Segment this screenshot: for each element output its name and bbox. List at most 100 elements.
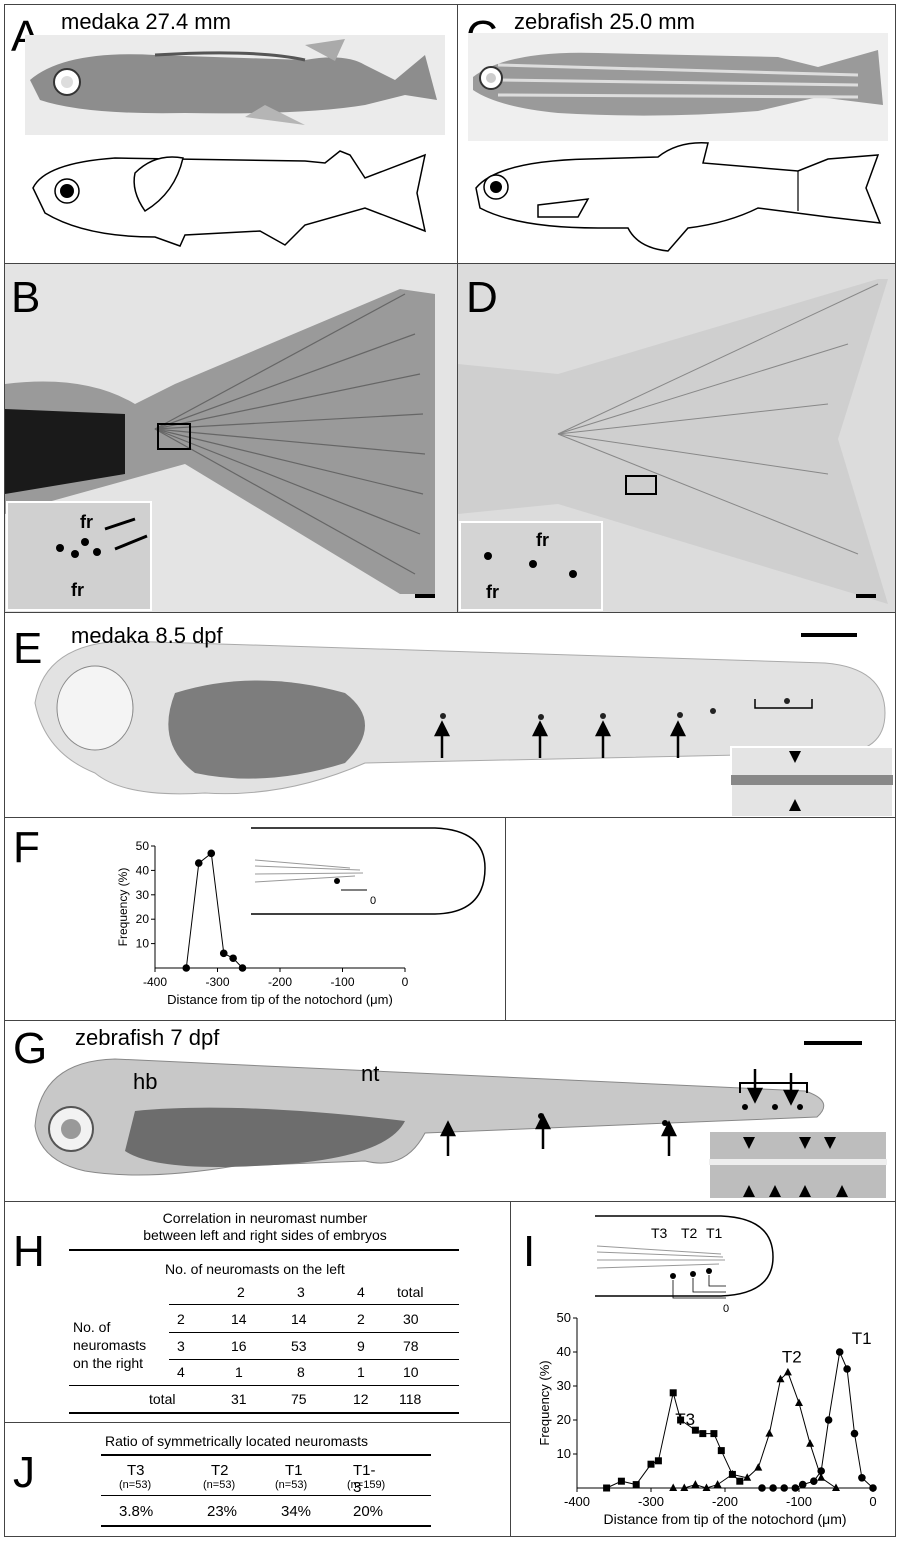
table-h-total-rule — [69, 1385, 459, 1386]
notochord-lines — [596, 1245, 725, 1269]
data-point — [617, 1477, 625, 1485]
x-tick-label: -400 — [143, 975, 167, 989]
data-point — [783, 1367, 792, 1376]
data-point — [769, 1484, 777, 1492]
y-tick-label: 20 — [557, 1412, 571, 1427]
data-point — [728, 1469, 737, 1478]
data-point — [219, 949, 228, 958]
table-h-row-rule — [169, 1332, 459, 1333]
data-point — [207, 849, 216, 858]
inset-t2 — [690, 1271, 696, 1277]
notochord-tip-schematic — [251, 827, 486, 915]
data-point — [238, 964, 247, 972]
x-tick-label: -200 — [712, 1494, 738, 1509]
x-tick-label: -100 — [330, 975, 354, 989]
zebrafish-caudal-fin-photo — [458, 264, 895, 612]
data-point — [780, 1484, 788, 1492]
panel-h: H Correlation in neuromast number betwee… — [4, 1201, 511, 1423]
table-h-col-group: No. of neuromasts on the left — [165, 1261, 345, 1277]
x-tick-label: -300 — [638, 1494, 664, 1509]
data-point — [680, 1483, 689, 1491]
series-label: T1 — [852, 1329, 872, 1348]
label-hb: hb — [133, 1069, 158, 1094]
table-h-row-group: No. of neuromasts on the right — [73, 1319, 147, 1371]
data-point — [754, 1463, 763, 1471]
data-point — [710, 1430, 718, 1438]
y-tick-label: 30 — [557, 1378, 571, 1393]
panel-letter: J — [13, 1448, 35, 1497]
y-tick-label: 50 — [136, 839, 150, 853]
series-label: T3 — [675, 1410, 695, 1429]
panel-title: medaka 8.5 dpf — [71, 623, 223, 648]
data-point — [699, 1430, 707, 1438]
x-tick-label: -200 — [268, 975, 292, 989]
data-point — [817, 1467, 825, 1475]
data-point — [810, 1477, 818, 1485]
panel-title: zebrafish 7 dpf — [75, 1025, 220, 1050]
panel-blank — [505, 817, 896, 1021]
x-axis-label: Distance from tip of the notochord (μm) — [603, 1511, 846, 1527]
panel-j: J Ratio of symmetrically located neuroma… — [4, 1422, 511, 1537]
table-h-title: Correlation in neuromast number between … — [143, 1210, 387, 1243]
data-point — [824, 1416, 833, 1424]
inset-label-t1: T1 — [706, 1225, 723, 1241]
data-point — [647, 1460, 655, 1468]
panel-letter: E — [13, 624, 43, 673]
data-point — [843, 1365, 851, 1373]
data-point — [765, 1429, 774, 1437]
data-point — [736, 1477, 744, 1485]
y-tick-label: 40 — [557, 1344, 571, 1359]
y-axis-label: Frequency (%) — [116, 868, 130, 947]
inset-label-t3: T3 — [651, 1225, 668, 1241]
x-axis-label: Distance from tip of the notochord (μm) — [167, 992, 393, 1007]
panel-letter: H — [13, 1227, 45, 1276]
data-point — [835, 1348, 844, 1356]
data-point — [817, 1473, 826, 1481]
data-point — [795, 1398, 803, 1406]
data-point — [632, 1481, 640, 1489]
y-axis-label: Frequency (%) — [537, 1360, 552, 1445]
panel-letter: F — [13, 823, 40, 872]
panel-g: G zebrafish 7 dpf hb nt — [4, 1020, 896, 1202]
x-tick-label: -400 — [564, 1494, 590, 1509]
table-j-bottom-rule — [101, 1525, 431, 1527]
data-point — [669, 1483, 678, 1491]
inset-neuromast — [334, 878, 340, 884]
y-tick-label: 30 — [136, 888, 150, 902]
data-point — [702, 1483, 711, 1491]
table-h-bottom-rule — [69, 1412, 459, 1414]
y-tick-label: 10 — [136, 937, 150, 951]
inset-label-zero: 0 — [723, 1303, 729, 1315]
medaka-adult-drawing — [32, 150, 427, 247]
y-tick-label: 20 — [136, 912, 150, 926]
inset-label-fr-top: fr — [536, 530, 549, 550]
data-point — [691, 1480, 700, 1488]
data-point — [229, 954, 237, 963]
series-label: T2 — [782, 1347, 802, 1366]
panel-letter: B — [11, 273, 41, 322]
x-tick-label: 0 — [402, 975, 409, 989]
data-point — [194, 859, 203, 867]
panel-letter: G — [13, 1024, 48, 1073]
data-point — [798, 1480, 807, 1489]
data-point — [806, 1439, 815, 1447]
data-point — [743, 1473, 752, 1481]
inset-t1 — [706, 1268, 712, 1274]
data-point — [654, 1457, 662, 1465]
series-line — [606, 1392, 741, 1489]
inset-label-fr-bottom: fr — [71, 580, 84, 600]
zebrafish-adult-photo — [468, 33, 888, 141]
data-point — [669, 1389, 677, 1397]
panel-title: zebrafish 25.0 mm — [514, 9, 695, 34]
panel-c: C zebrafish 25.0 mm — [457, 4, 896, 264]
notochord-lines — [254, 859, 364, 883]
y-tick-label: 50 — [557, 1310, 571, 1325]
zebrafish-adult-drawing — [475, 142, 882, 252]
data-point — [677, 1416, 685, 1424]
table-h-top-rule — [69, 1249, 459, 1251]
inset-label-fr-top: fr — [80, 512, 93, 532]
data-point — [858, 1474, 866, 1482]
table-j-title: Ratio of symmetrically located neuromast… — [105, 1433, 368, 1449]
